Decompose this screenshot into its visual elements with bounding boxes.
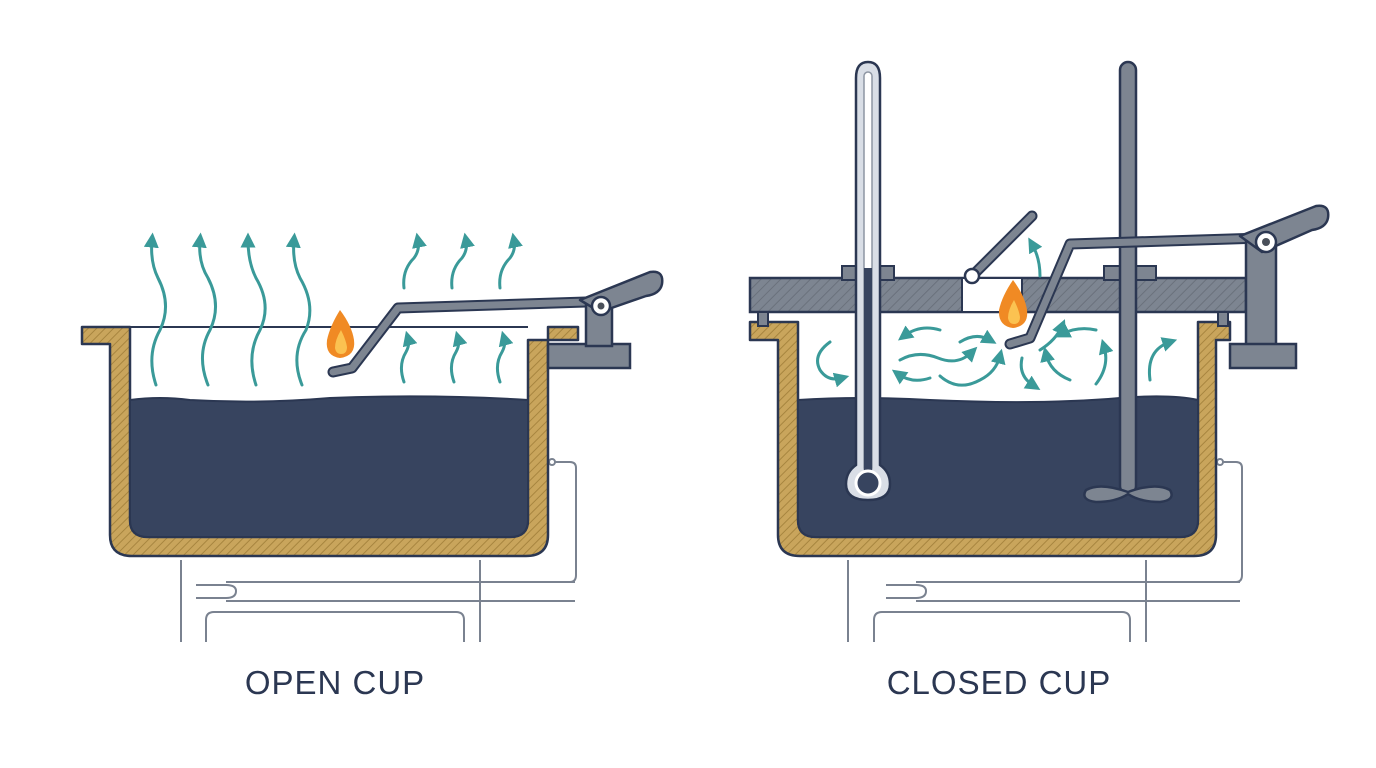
flame-icon [998,280,1028,328]
vapor-arrow-icon [449,330,468,384]
stirrer-icon [1083,60,1173,504]
vapor-arrow-icon [495,330,514,384]
open-heater-stand [180,458,577,642]
open-igniter-arm [327,270,664,378]
vapor-arrow-icon [897,325,942,341]
vapor-arrow-icon [816,340,850,388]
vapor-arrow-icon [450,232,475,290]
vapor-arrow-icon [898,346,978,363]
closed-cup-label: CLOSED CUP [886,664,1112,701]
vapor-arrow-icon [1147,337,1178,382]
vapor-arrow-icon [498,232,523,290]
vapor-arrow-icon [285,232,312,387]
vapor-arrow-icon [1038,319,1066,352]
open-vapor-arrows [143,232,523,387]
open-cup-label: OPEN CUP [244,664,426,701]
vapor-arrow-icon [240,232,267,387]
vapor-arrow-icon [1055,323,1098,338]
closed-heater-stand [847,458,1243,642]
vapor-arrow-icon [1019,356,1041,390]
closed-shutter-lever [963,210,1038,285]
vapor-arrow-icon [399,330,418,384]
vapor-arrow-icon [891,369,932,385]
vapor-arrow-icon [191,232,217,387]
closed-cup-apparatus [748,60,1330,642]
thermometer-icon [844,60,892,502]
flame-icon [326,310,355,358]
vapor-arrow-icon [938,348,1006,387]
vapor-arrow-icon [1040,346,1072,382]
vapor-arrow-icon [1094,338,1114,386]
vapor-arrow-icon [402,232,427,290]
vapor-arrow-icon [958,329,997,344]
closed-igniter-arm [1004,204,1330,370]
closed-vapor-arrows [816,237,1178,390]
open-cup-apparatus [80,232,664,642]
vapor-arrow-icon [143,232,167,387]
vapor-arrow-icon [1028,237,1043,278]
open-cup-liquid [129,395,529,538]
